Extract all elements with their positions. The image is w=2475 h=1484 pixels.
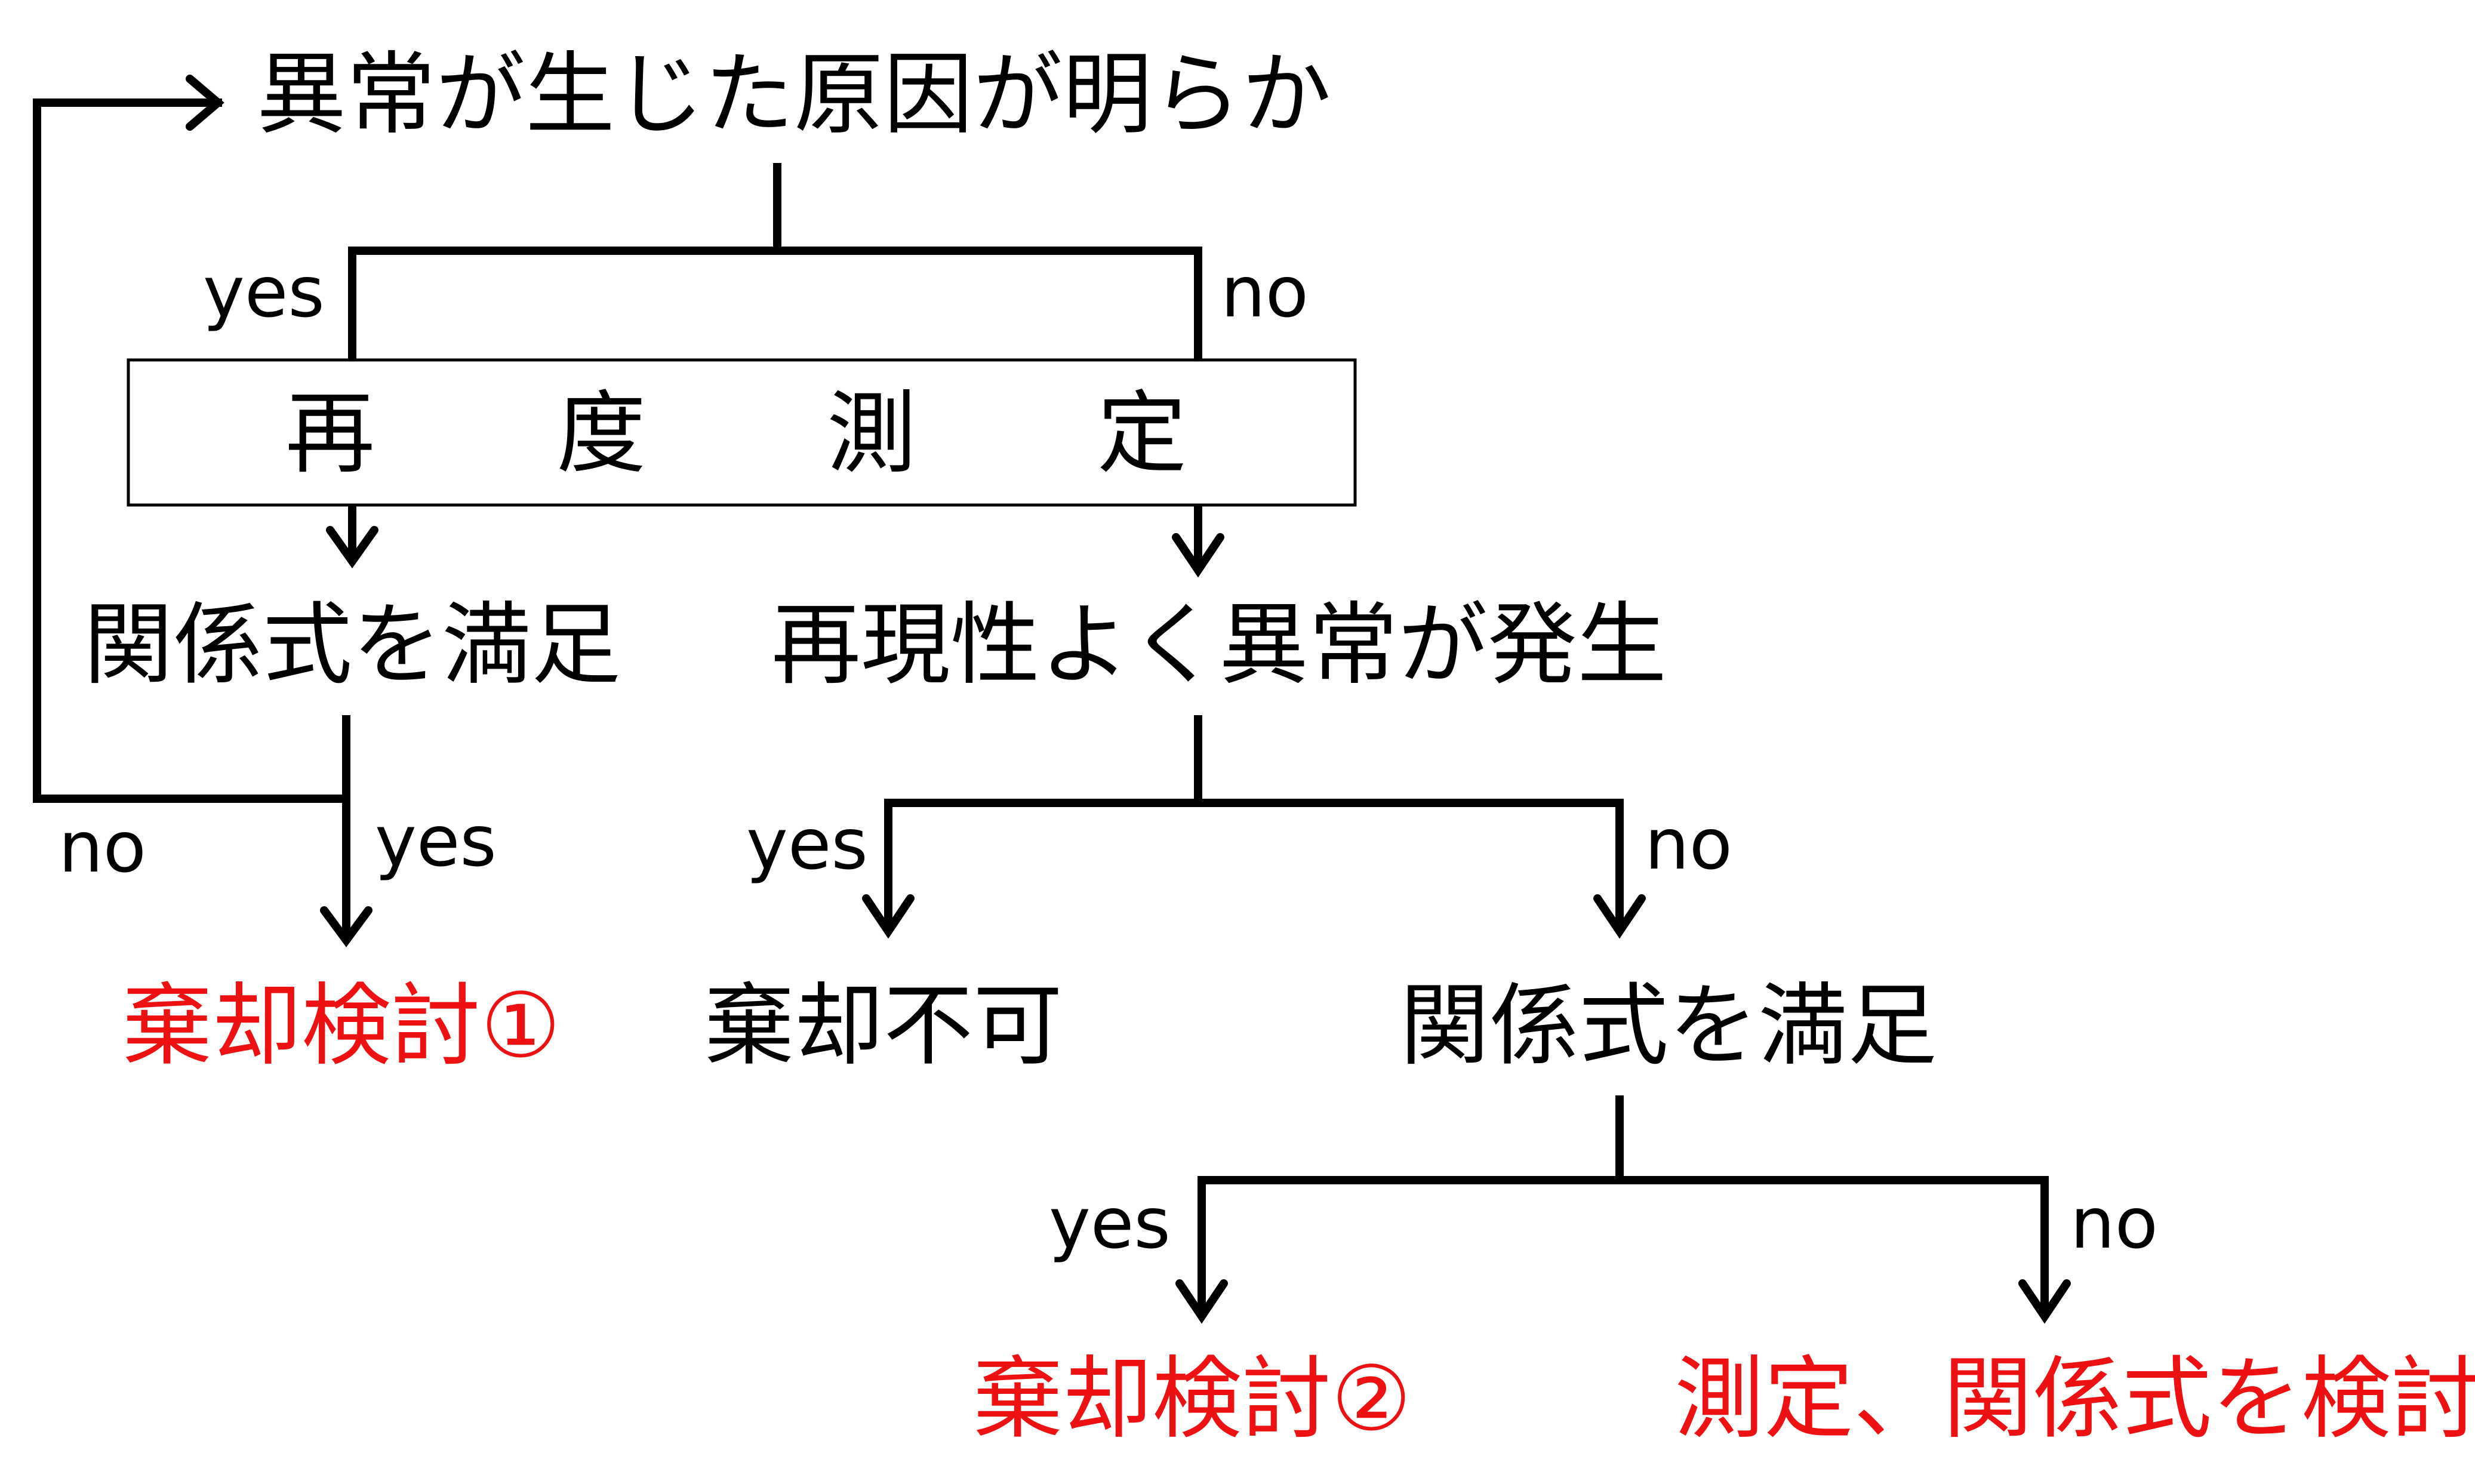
remeasure-char-1: 再: [285, 382, 375, 486]
discard-not-allowed: 棄却不可: [704, 974, 1063, 1078]
arrowhead-lower-no: [2018, 1279, 2071, 1324]
discard-review-2: 棄却検討②: [973, 1347, 1411, 1451]
review-measurement: 測定、関係式を検討: [1674, 1347, 2475, 1451]
label-top-yes: yes: [203, 251, 325, 333]
remeasure-box: [127, 358, 1357, 507]
arrowhead-mid-no: [1593, 894, 1646, 939]
arrowhead-box-left: [326, 526, 378, 569]
left-condition: 関係式を満足: [84, 593, 621, 697]
connector-right-split: [884, 799, 1624, 923]
label-lower-no: no: [2070, 1182, 2158, 1264]
connectors: [33, 98, 2049, 1311]
remeasure-char-2: 度: [556, 382, 646, 486]
connector-no-loop: [33, 98, 350, 803]
label-left-no: no: [59, 806, 146, 888]
arrowheads: [186, 75, 2071, 1324]
label-mid-no: no: [1645, 803, 1732, 885]
label-left-yes: yes: [375, 800, 497, 882]
arrowhead-mid-yes: [862, 894, 915, 939]
arrowhead-left-yes: [320, 906, 373, 947]
connector-top-split: [348, 247, 1202, 368]
discard-review-1: 棄却検討①: [122, 974, 561, 1078]
arrowhead-lower-yes: [1175, 1279, 1228, 1324]
arrowhead-box-right: [1172, 533, 1224, 578]
connector-lower-split: [1198, 1176, 2049, 1311]
right-condition: 再現性よく異常が発生: [771, 593, 1667, 697]
lower-condition: 関係式を満足: [1400, 974, 1937, 1078]
remeasure-char-4: 定: [1097, 382, 1187, 486]
top-question: 異常が生じた原因が明らか: [257, 43, 1331, 147]
label-mid-yes: yes: [746, 803, 868, 885]
label-top-no: no: [1221, 251, 1309, 333]
label-lower-yes: yes: [1049, 1182, 1171, 1264]
arrowhead-top-loop: [186, 75, 224, 131]
remeasure-char-3: 測: [827, 382, 916, 486]
